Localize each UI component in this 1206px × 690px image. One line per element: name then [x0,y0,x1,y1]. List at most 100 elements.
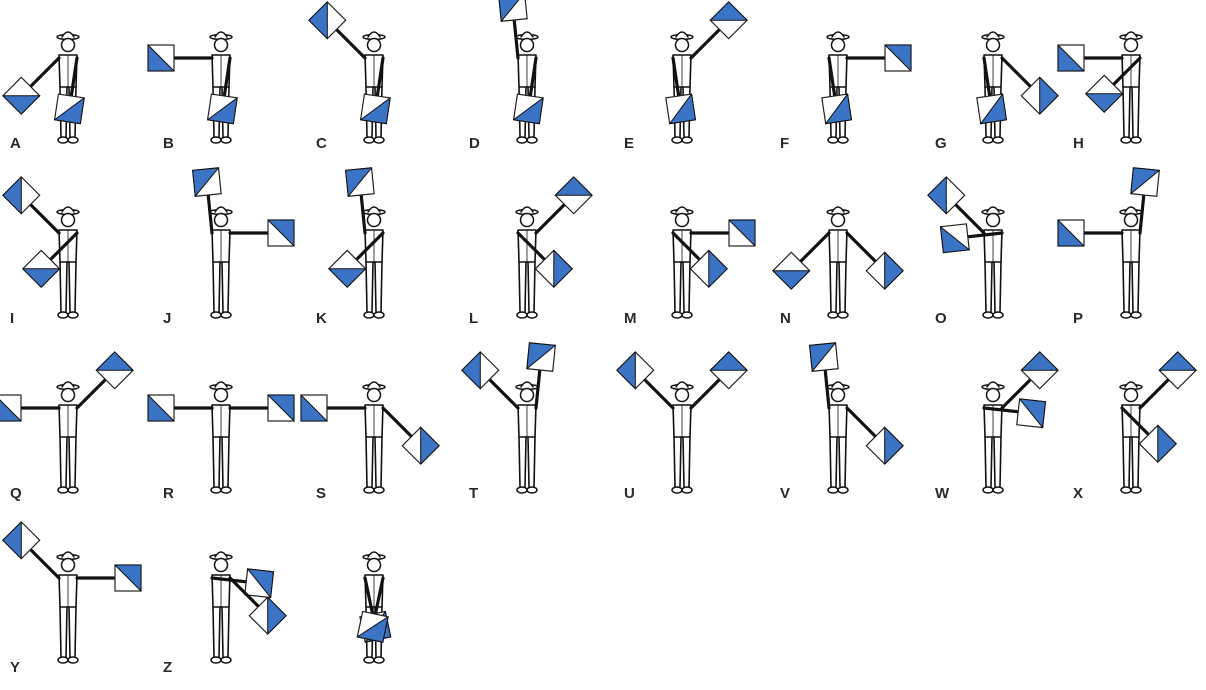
left-arm [825,370,829,408]
semaphore-figure-i [3,177,79,318]
right-flag [527,343,555,371]
left-leg [519,437,526,487]
letter-label-v: V [780,485,790,502]
semaphore-figure-p [1058,168,1159,318]
right-leg [528,262,535,312]
letter-label-l: L [469,310,478,327]
right-flag [361,94,391,124]
head [1125,39,1138,52]
right-leg [69,262,76,312]
letter-label-c: C [316,135,327,152]
head [521,214,534,227]
letter-label-k: K [316,310,327,327]
right-flag [885,45,911,71]
left-leg [1123,262,1130,312]
semaphore-figure-j [193,168,294,318]
right-leg [683,437,690,487]
semaphore-figure-m [671,207,755,318]
semaphore-figure-t [462,343,555,493]
head [215,389,228,402]
head [215,214,228,227]
left-flag [148,45,174,71]
left-flag [245,569,274,598]
left-flag [148,395,174,421]
left-leg [1123,437,1130,487]
letter-label-u: U [624,485,635,502]
letter-label-w: W [935,485,950,502]
left-leg [213,262,220,312]
left-leg [985,437,992,487]
letter-label-z: Z [163,659,172,676]
right-leg [1132,262,1139,312]
head [832,214,845,227]
left-leg [519,262,526,312]
letter-label-m: M [624,310,637,327]
letter-label-b: B [163,135,174,152]
semaphore-figure-c [309,2,390,143]
right-leg [839,262,846,312]
left-arm [31,205,60,234]
head [1125,389,1138,402]
semaphore-figure-h [1058,32,1142,143]
semaphore-figure-x [1120,352,1196,493]
semaphore-figure-g [977,32,1058,143]
right-leg [994,262,1001,312]
left-leg [213,437,220,487]
left-flag [977,94,1007,124]
head [368,39,381,52]
right-flag [514,94,544,124]
head [368,214,381,227]
semaphore-figure-n [773,207,903,318]
right-flag [115,565,141,591]
right-arm [536,205,565,234]
right-arm [847,233,876,262]
right-leg [839,437,846,487]
left-leg [985,262,992,312]
left-leg [213,607,220,657]
left-flag [301,395,327,421]
semaphore-figure-z [210,552,286,663]
semaphore-figure-l [516,177,592,318]
left-arm [645,380,674,409]
right-leg [528,437,535,487]
head [676,389,689,402]
right-leg [683,262,690,312]
left-arm [361,195,365,233]
right-leg [222,437,229,487]
right-flag [357,611,388,642]
left-flag [0,395,21,421]
left-leg [60,262,67,312]
head [521,389,534,402]
letter-label-g: G [935,135,947,152]
left-arm [31,58,60,87]
right-arm [383,408,412,437]
left-arm [801,233,830,262]
right-flag [1131,168,1159,196]
letter-label-q: Q [10,485,22,502]
left-flag [499,0,527,21]
letter-label-x: X [1073,485,1083,502]
letter-label-i: I [10,310,14,327]
left-flag [1058,45,1084,71]
head [1125,214,1138,227]
letter-label-y: Y [10,659,20,676]
right-leg [994,437,1001,487]
right-leg [69,437,76,487]
right-leg [375,437,382,487]
left-leg [60,607,67,657]
left-arm [208,195,212,233]
head [987,39,1000,52]
letter-label-j: J [163,310,171,327]
semaphore-figure-a [3,32,84,143]
head [368,389,381,402]
left-leg [60,437,67,487]
head [676,39,689,52]
right-arm [847,408,876,437]
head [832,389,845,402]
semaphore-figure-v [810,343,903,493]
right-flag [268,395,294,421]
left-flag [346,168,374,196]
left-flag [1058,220,1084,246]
right-flag [941,224,970,253]
right-leg [375,262,382,312]
